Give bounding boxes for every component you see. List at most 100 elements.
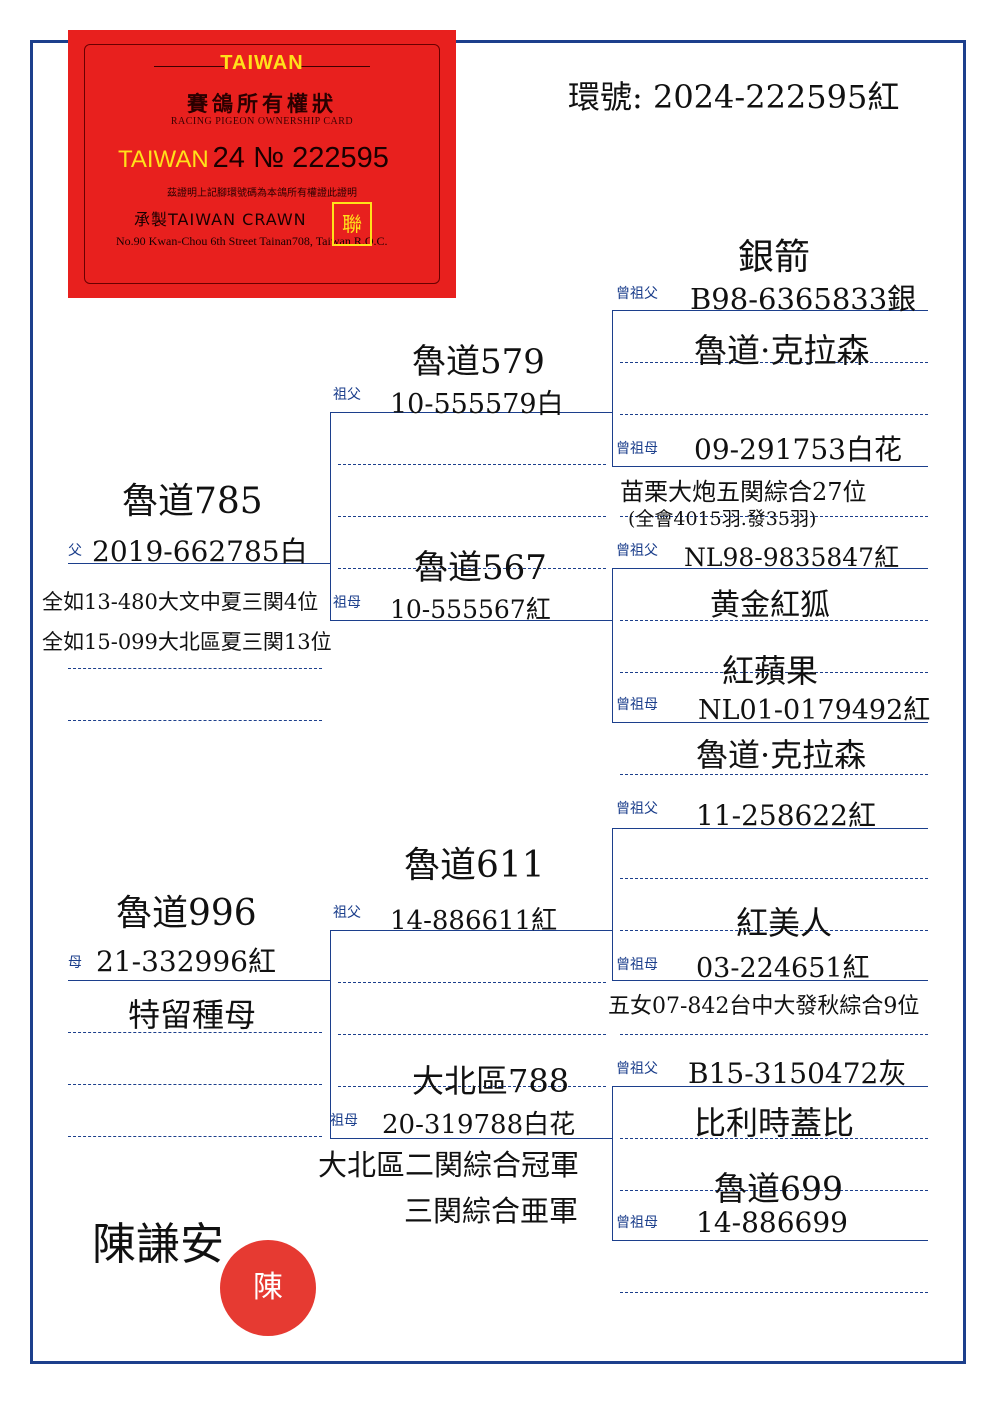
sire-father-line (330, 412, 612, 413)
dam-father-line (330, 930, 612, 931)
signature: 陳謙安 (92, 1219, 224, 1270)
dam-bracket (330, 930, 331, 1138)
gg1-note: 魯道·克拉森 (694, 331, 870, 370)
card-ring-prefix: TAIWAN (118, 146, 209, 173)
gg1-name: 銀箭 (738, 237, 811, 278)
dash (620, 620, 928, 621)
sire-ring: 2019-662785白 (92, 535, 308, 568)
dash (620, 878, 928, 879)
gg1-ring: B98-6365833銀 (690, 282, 917, 316)
label-great-grandmother: 曾祖母 (616, 957, 658, 973)
dam-mother-note-2: 三関綜合亜軍 (404, 1194, 579, 1228)
sire-note-1: 全如13-480大文中夏三関4位 (42, 590, 319, 614)
dash (620, 1034, 928, 1035)
gg5-ring: 11-258622紅 (696, 799, 876, 832)
label-great-grandfather: 曾祖父 (616, 1061, 658, 1077)
gg1-line (612, 310, 928, 311)
dam-mother-line (330, 1138, 612, 1139)
gg3-ring: NL98-9835847紅 (684, 543, 900, 572)
label-great-grandfather: 曾祖父 (616, 543, 658, 559)
label-grandmother: 祖母 (333, 595, 361, 611)
dam-mother-name: 大北區788 (412, 1062, 570, 1100)
dash (68, 1136, 322, 1137)
dash (620, 774, 928, 775)
page-border (30, 40, 966, 1364)
dam-father-bracket (612, 828, 613, 980)
dash (338, 568, 606, 569)
dash (68, 1084, 322, 1085)
dam-father-name: 魯道611 (404, 845, 545, 886)
gg7-note: 比利時蓋比 (694, 1104, 855, 1142)
gg4-ring: NL01-0179492紅 (698, 695, 931, 726)
sire-father-ring: 10-555579白 (390, 389, 564, 420)
gg7-line (612, 1086, 928, 1087)
dash (338, 1086, 606, 1087)
gg6-line (612, 980, 928, 981)
sire-note-2: 全如15-099大北區夏三関13位 (42, 630, 332, 654)
dash (68, 1032, 322, 1033)
sire-bracket (330, 412, 331, 620)
dash (620, 930, 928, 931)
gg4-name: 紅蘋果 (722, 652, 819, 690)
card-address: No.90 Kwan-Chou 6th Street Tainan708, Ta… (116, 234, 388, 248)
label-father: 父 (68, 543, 82, 559)
card-title-en: RACING PIGEON OWNERSHIP CARD (170, 116, 354, 127)
dam-line (68, 980, 330, 981)
label-great-grandfather: 曾祖父 (616, 801, 658, 817)
card-statement: 茲證明上記腳環號碼為本鴿所有權證此證明 (167, 188, 357, 199)
card-border (84, 44, 440, 284)
card-rule-left (154, 66, 224, 67)
label-great-grandfather: 曾祖父 (616, 286, 658, 302)
label-grandfather: 祖父 (333, 387, 361, 403)
dam-mother-bracket (612, 1086, 613, 1240)
gg3-line (612, 568, 928, 569)
gg8-name: 魯道699 (714, 1169, 843, 1208)
gg2-note-1: 苗栗大炮五関綜合27位 (620, 478, 867, 506)
gg6-note: 五女07-842台中大發秋綜合9位 (608, 994, 920, 1019)
dash (68, 720, 322, 721)
gg8-ring: 14-886699 (696, 1206, 848, 1239)
card-rule-right (300, 66, 370, 67)
dash (620, 1190, 928, 1191)
dam-ring: 21-332996紅 (96, 945, 276, 978)
label-great-grandmother: 曾祖母 (616, 441, 658, 457)
sire-mother-bracket (612, 568, 613, 722)
dash (620, 672, 928, 673)
gg2-ring: 09-291753白花 (694, 433, 902, 466)
gg5-line (612, 828, 928, 829)
ownership-card: TAIWAN 賽鴿所有權狀 RACING PIGEON OWNERSHIP CA… (68, 30, 456, 298)
gg2-note-2: (全會4015羽.發35羽) (628, 508, 817, 530)
sire-father-bracket (612, 310, 613, 466)
sire-name: 魯道785 (122, 481, 263, 522)
card-title-cn: 賽鴿所有權狀 (187, 91, 337, 116)
label-grandfather: 祖父 (333, 905, 361, 921)
ring-header: 環號: 2024-222595紅 (568, 78, 900, 116)
dam-note: 特留種母 (128, 996, 257, 1034)
card-country: TAIWAN (220, 52, 304, 74)
sire-mother-name: 魯道567 (414, 548, 547, 588)
gg7-ring: B15-3150472灰 (688, 1057, 907, 1090)
sire-mother-line (330, 620, 612, 621)
card-maker: 承製TAIWAN CRAWN (134, 210, 307, 229)
dash (620, 516, 928, 517)
red-seal-icon: 陳 (220, 1240, 316, 1336)
dam-mother-ring: 20-319788白花 (382, 1110, 576, 1140)
dam-mother-note-1: 大北區二関綜合冠軍 (318, 1148, 580, 1182)
dash (68, 668, 322, 669)
gg4-note: 魯道·克拉森 (696, 736, 867, 774)
gg6-name: 紅美人 (736, 904, 833, 942)
gg3-note: 黄金紅狐 (710, 588, 830, 623)
label-mother: 母 (68, 955, 82, 971)
dam-father-ring: 14-886611紅 (390, 906, 558, 936)
gg2-line (612, 466, 928, 467)
gg4-line (612, 722, 928, 723)
dash (338, 516, 606, 517)
card-ring-digits: 24 № 222595 (212, 142, 389, 174)
label-great-grandmother: 曾祖母 (616, 1215, 658, 1231)
dash (620, 414, 928, 415)
dash (338, 982, 606, 983)
sire-line (68, 563, 330, 564)
dash (620, 362, 928, 363)
dash (338, 1034, 606, 1035)
gg8-line (612, 1240, 928, 1241)
